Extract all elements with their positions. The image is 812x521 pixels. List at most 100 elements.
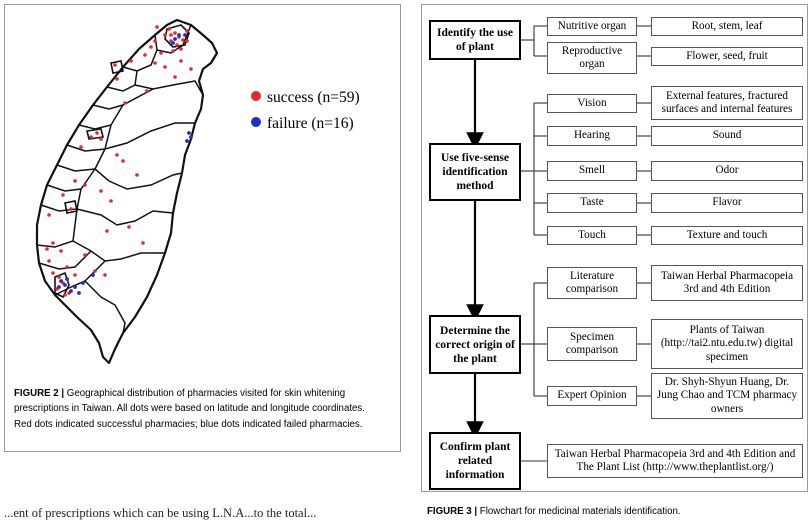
success-dots xyxy=(45,25,193,297)
figure-3-caption-label: FIGURE 3 | xyxy=(427,506,478,517)
success-dot xyxy=(153,39,157,43)
success-dot xyxy=(185,39,189,43)
figure-3-panel: Identify the use of plant Use five-sense… xyxy=(421,4,808,492)
success-dot xyxy=(45,247,49,251)
failure-dot xyxy=(81,281,85,285)
success-dot xyxy=(159,51,163,55)
failure-dot xyxy=(91,273,95,277)
success-dot xyxy=(163,65,167,69)
success-dot xyxy=(113,63,117,67)
success-dot xyxy=(65,265,69,269)
figure-3-caption: FIGURE 3 | Flowchart for medicinal mater… xyxy=(427,506,681,517)
legend-failure: failure (n=16) xyxy=(251,115,354,133)
city-outlines xyxy=(54,24,190,299)
failure-dot xyxy=(171,41,175,45)
box-smell: Smell xyxy=(547,161,637,181)
box-flavor: Flavor xyxy=(651,193,803,213)
success-dot xyxy=(47,213,51,217)
step-confirm-info: Confirm plant related information xyxy=(429,432,521,490)
success-dot xyxy=(181,38,185,42)
figure-3-caption-text: Flowchart for medicinal materials identi… xyxy=(477,506,681,517)
failure-dot xyxy=(63,283,67,287)
failure-dot xyxy=(69,289,73,293)
success-dot xyxy=(175,43,179,47)
box-odor: Odor xyxy=(651,161,803,181)
failure-dot xyxy=(59,279,63,283)
success-dot xyxy=(163,33,167,37)
red-dot-icon xyxy=(251,91,261,101)
box-sound: Sound xyxy=(651,126,803,146)
success-dot xyxy=(149,45,153,49)
success-dot xyxy=(171,49,175,53)
success-dot xyxy=(51,271,55,275)
box-vision: Vision xyxy=(547,94,637,113)
success-dot xyxy=(69,207,73,211)
legend-success-label: success (n=59) xyxy=(267,89,360,106)
box-external-features: External features, fractured surfaces an… xyxy=(651,86,803,120)
success-dot xyxy=(105,229,109,233)
success-dot xyxy=(103,273,107,277)
success-dot xyxy=(141,241,145,245)
success-dot xyxy=(121,159,125,163)
success-dot xyxy=(173,75,177,79)
box-specimen-comparison: Specimen comparison xyxy=(547,327,637,361)
success-dot xyxy=(47,259,51,263)
failure-dot xyxy=(177,33,181,37)
box-plants-of-taiwan: Plants of Taiwan (http://tai2.ntu.edu.tw… xyxy=(651,319,803,369)
taiwan-map xyxy=(35,18,219,365)
failure-dot xyxy=(77,291,81,295)
success-dot xyxy=(83,183,87,187)
box-expert-opinion: Expert Opinion xyxy=(547,386,637,406)
failure-dot xyxy=(189,135,193,139)
success-dot xyxy=(83,253,87,257)
success-dot xyxy=(167,27,171,31)
box-taste: Taste xyxy=(547,193,637,213)
success-dot xyxy=(127,225,131,229)
figure-2-caption: FIGURE 2 | Geographical distribution of … xyxy=(14,386,374,432)
failure-dots xyxy=(57,33,193,295)
box-root-stem-leaf: Root, stem, leaf xyxy=(651,17,803,36)
box-reproductive-organ: Reproductive organ xyxy=(547,42,637,74)
failure-dot xyxy=(65,277,69,281)
success-dot xyxy=(135,173,139,177)
success-dot xyxy=(73,273,77,277)
box-hearing: Hearing xyxy=(547,126,637,146)
figure-2-panel: success (n=59) failure (n=16) FIGURE 2 |… xyxy=(4,4,401,452)
step-five-sense: Use five-sense identification method xyxy=(429,143,521,201)
taiwan-outline xyxy=(35,18,219,365)
success-dot xyxy=(93,269,97,273)
figure-2-caption-label: FIGURE 2 | xyxy=(14,388,65,399)
failure-dot xyxy=(57,285,61,289)
success-dot xyxy=(109,199,113,203)
success-dot xyxy=(73,179,77,183)
success-dot xyxy=(145,89,149,93)
legend-failure-label: failure (n=16) xyxy=(267,115,354,132)
success-dot xyxy=(169,33,173,37)
success-dot xyxy=(153,61,157,65)
blue-dot-icon xyxy=(251,117,261,127)
box-herbal-pharmacopeia: Taiwan Herbal Pharmacopeia 3rd and 4th E… xyxy=(651,265,803,301)
failure-dot xyxy=(185,139,189,143)
success-dot xyxy=(99,189,103,193)
failure-dot xyxy=(73,285,77,289)
success-dot xyxy=(57,275,61,279)
success-dot xyxy=(143,53,147,57)
success-dot xyxy=(89,135,93,139)
success-dot xyxy=(79,145,83,149)
step-identify-use: Identify the use of plant xyxy=(429,20,521,60)
failure-dot xyxy=(187,131,191,135)
success-dot xyxy=(189,67,193,71)
box-touch: Touch xyxy=(547,226,637,245)
box-literature-comparison: Literature comparison xyxy=(547,267,637,299)
body-text-fragment: ...ent of prescriptions which can be usi… xyxy=(4,507,317,520)
success-dot xyxy=(173,31,177,35)
success-dot xyxy=(59,249,63,253)
success-dot xyxy=(99,137,103,141)
success-dot xyxy=(123,101,127,105)
success-dot xyxy=(95,131,99,135)
failure-dot xyxy=(173,37,177,41)
box-texture-touch: Texture and touch xyxy=(651,226,803,245)
success-dot xyxy=(179,47,183,51)
box-confirm-sources: Taiwan Herbal Pharmacopeia 3rd and 4th E… xyxy=(547,444,803,478)
failure-dot xyxy=(183,33,187,37)
